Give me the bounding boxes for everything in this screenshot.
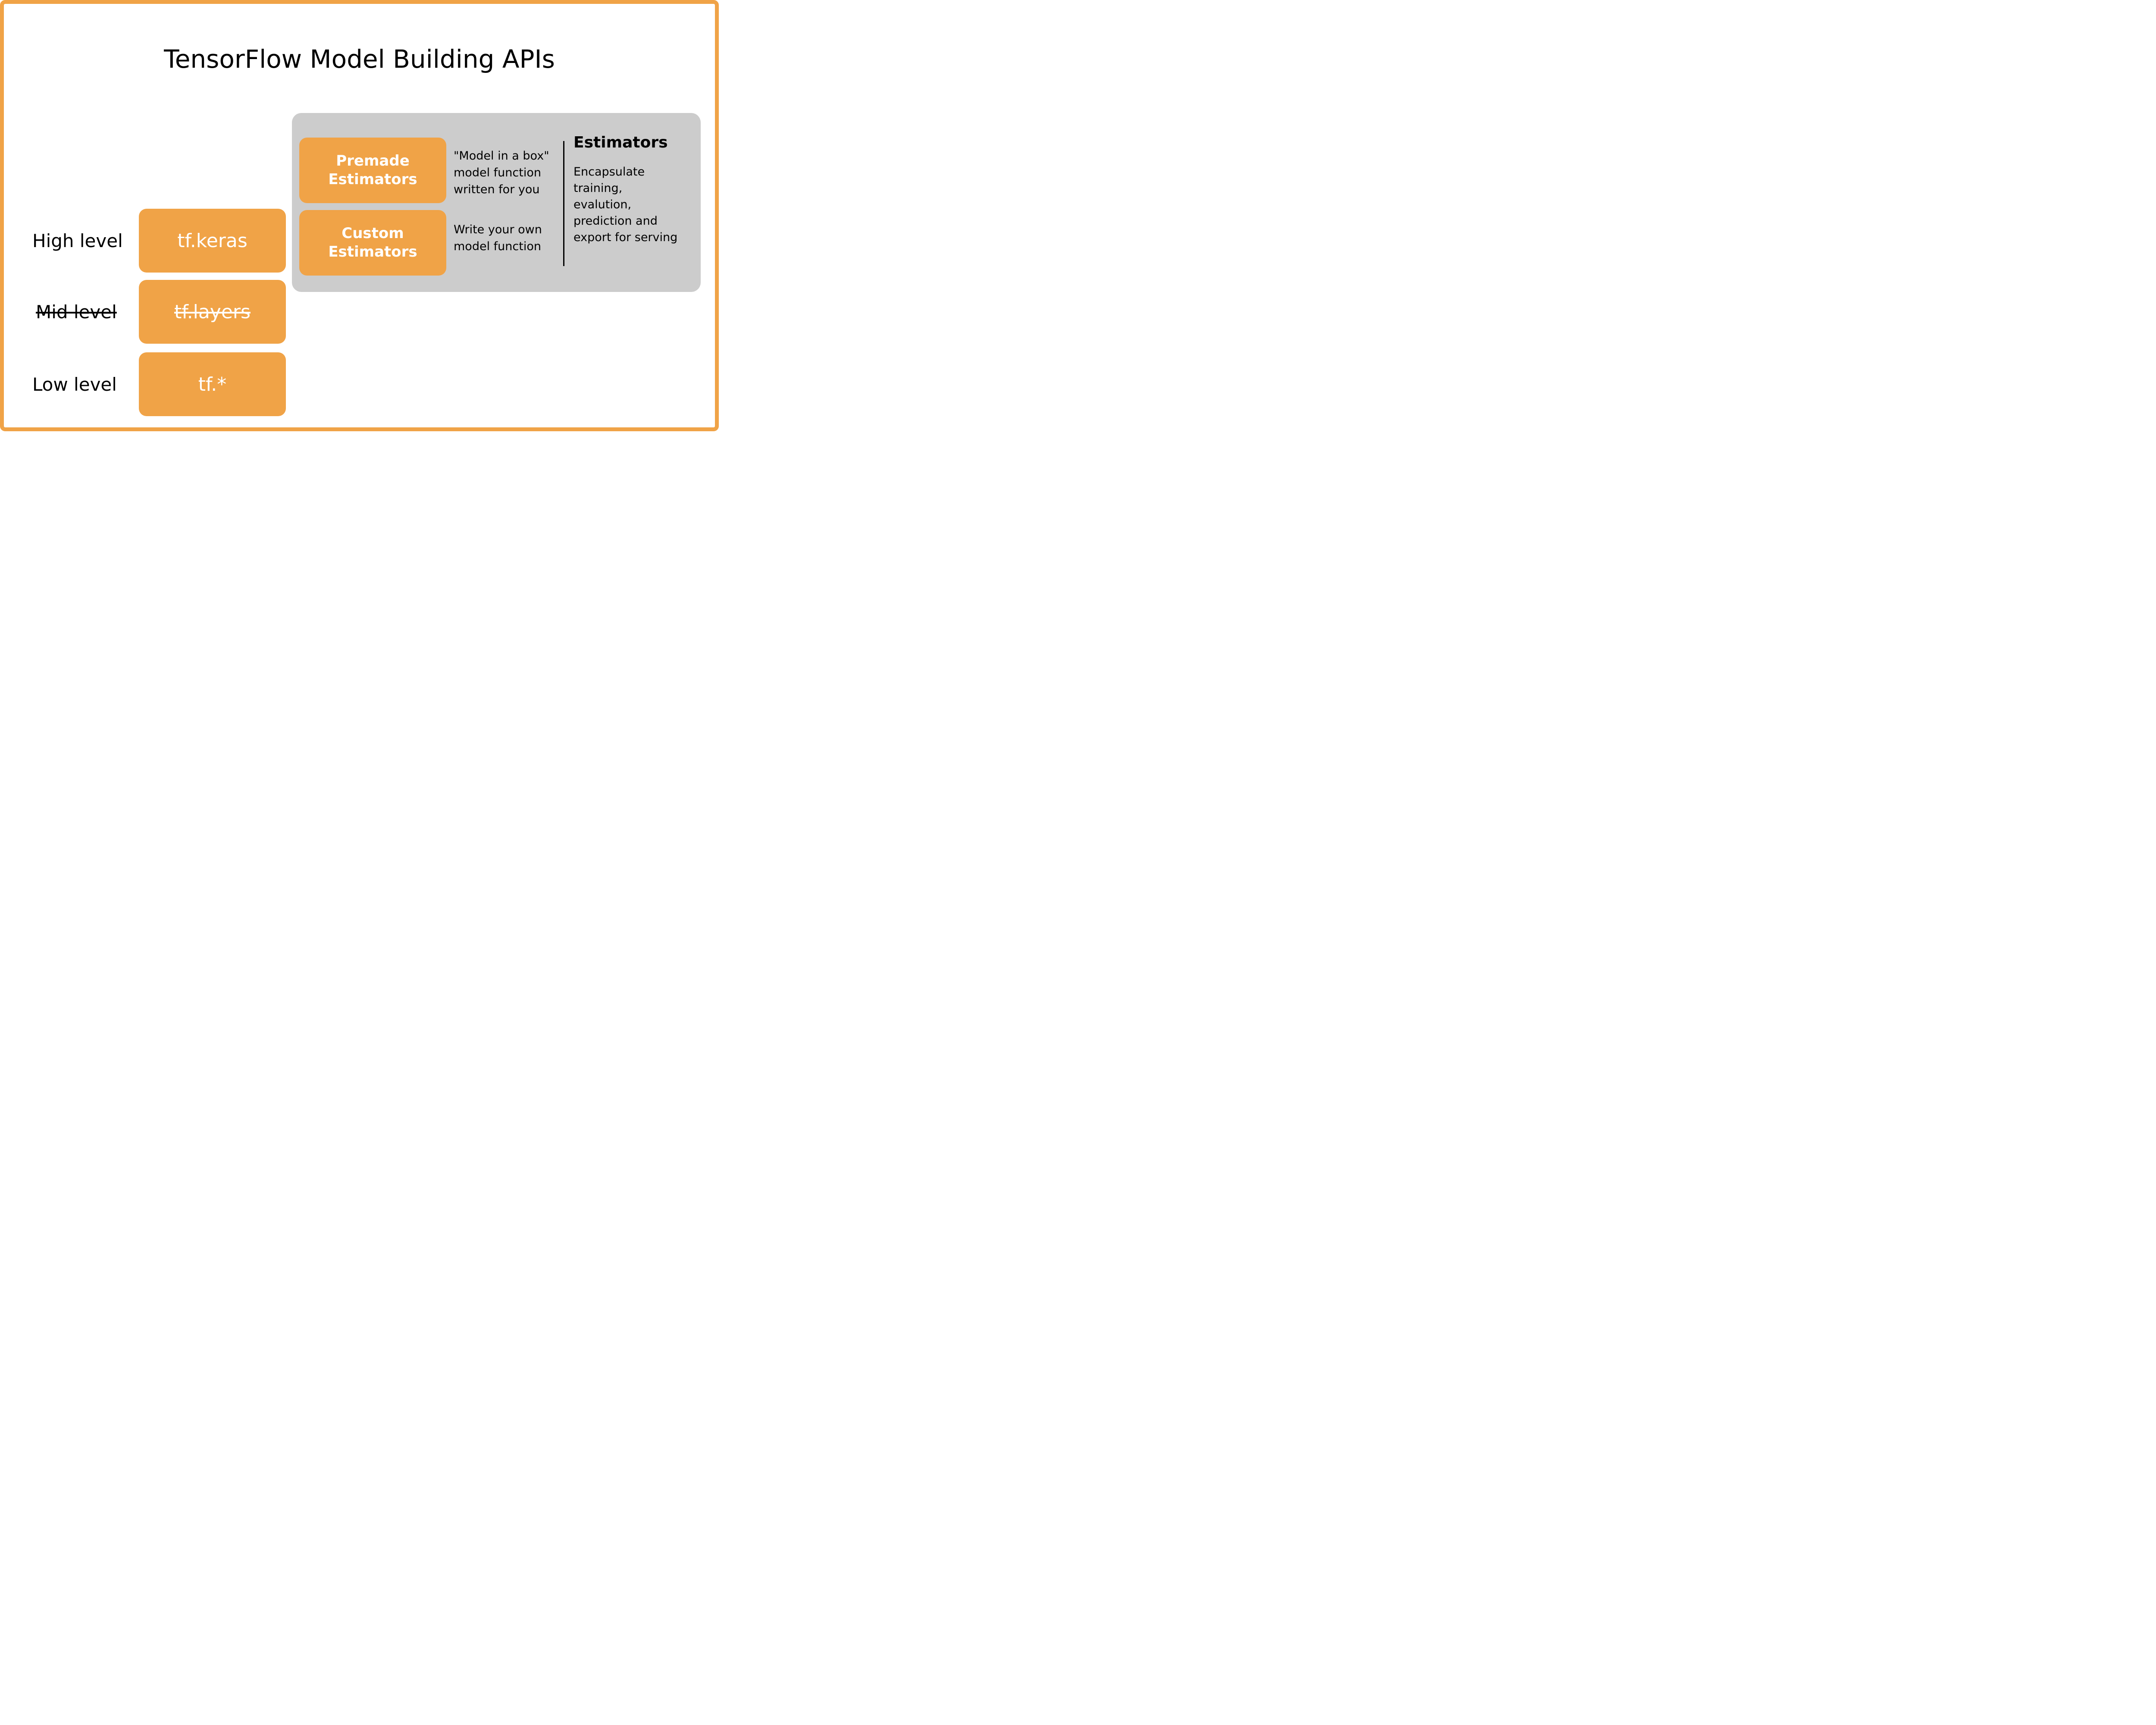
level-row-mid: Mid level tf.layers bbox=[4, 280, 715, 344]
custom-estimators-box: Custom Estimators bbox=[299, 210, 446, 276]
level-row-high: High level tf.keras bbox=[4, 209, 715, 273]
level-row-low: Low level tf.* bbox=[4, 352, 715, 416]
api-box-tf-keras: tf.keras bbox=[139, 209, 286, 273]
level-label-high-text: High level bbox=[32, 230, 123, 251]
api-box-tf-layers-label: tf.layers bbox=[174, 301, 251, 323]
premade-estimators-label: Premade Estimators bbox=[328, 152, 417, 188]
api-box-tf-layers: tf.layers bbox=[139, 280, 286, 344]
estimators-panel: Premade Estimators Custom Estimators "Mo… bbox=[292, 113, 701, 292]
custom-estimators-label: Custom Estimators bbox=[328, 225, 417, 260]
premade-estimators-box: Premade Estimators bbox=[299, 138, 446, 203]
premade-estimators-description: "Model in a box" model function written … bbox=[454, 149, 549, 196]
diagram-canvas: TensorFlow Model Building APIs Premade E… bbox=[0, 0, 719, 431]
estimators-summary: Encapsulate training, evalution, predict… bbox=[573, 165, 678, 244]
api-box-tf-star-label: tf.* bbox=[198, 373, 227, 395]
divider-line bbox=[563, 141, 564, 266]
level-label-mid: Mid level bbox=[32, 280, 120, 344]
level-label-low: Low level bbox=[32, 352, 117, 416]
level-label-high: High level bbox=[32, 209, 123, 273]
api-box-tf-keras-label: tf.keras bbox=[177, 229, 248, 252]
api-box-tf-star: tf.* bbox=[139, 352, 286, 416]
custom-estimators-description: Write your own model function bbox=[454, 223, 542, 253]
level-label-low-text: Low level bbox=[32, 373, 117, 395]
diagram-title: TensorFlow Model Building APIs bbox=[164, 44, 555, 74]
estimators-heading: Estimators bbox=[573, 134, 668, 151]
level-label-mid-text: Mid level bbox=[36, 301, 117, 323]
